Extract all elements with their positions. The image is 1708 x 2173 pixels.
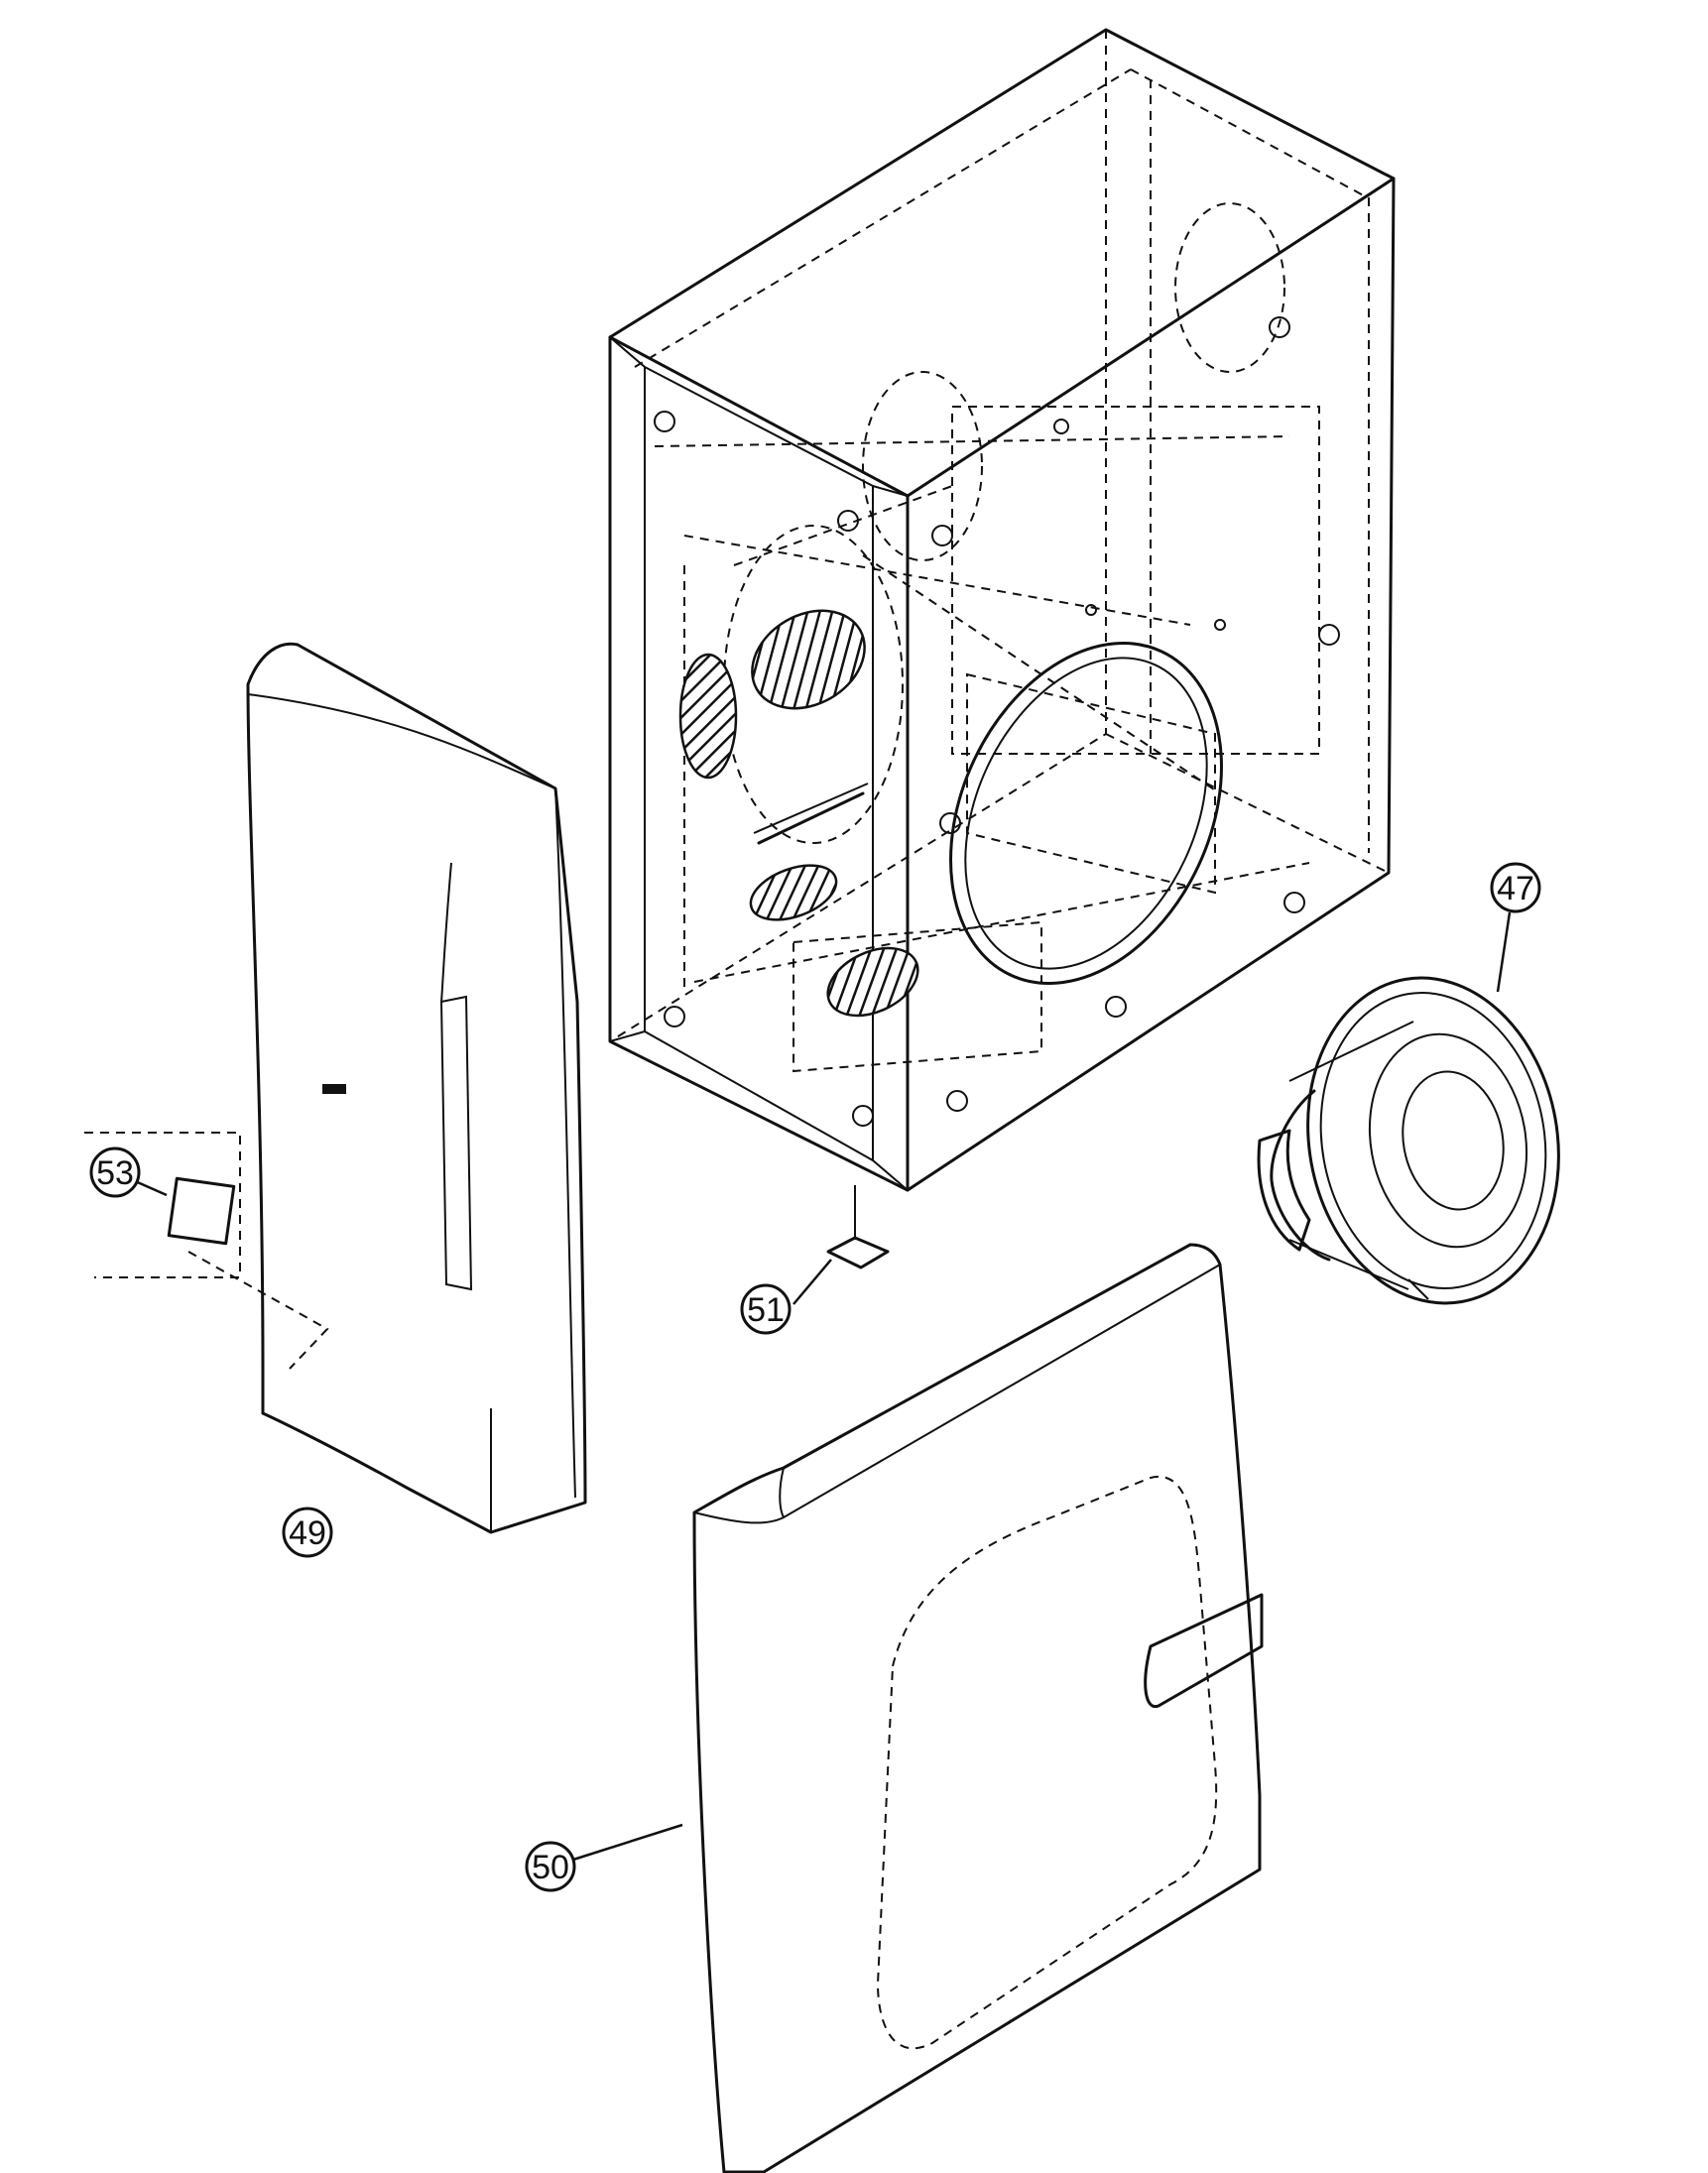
callout-53: 53 (89, 1147, 141, 1198)
callout-51: 51 (740, 1283, 792, 1335)
callout-label-50: 50 (532, 1849, 569, 1886)
callout-label-51: 51 (747, 1291, 785, 1329)
callout-label-53: 53 (96, 1154, 134, 1192)
speaker-cabinet (608, 28, 1396, 1192)
label-sticker (84, 1132, 241, 1278)
callout-label-47: 47 (1497, 870, 1534, 907)
woofer-driver (1257, 976, 1560, 1305)
callout-49: 49 (282, 1507, 333, 1558)
screw-holes (654, 316, 1340, 1127)
callout-47: 47 (1490, 862, 1541, 913)
logo-mark (322, 1084, 346, 1094)
callout-label-49: 49 (289, 1514, 326, 1552)
front-cover (692, 1243, 1264, 2173)
foot-pad (826, 1185, 890, 1269)
side-grille-panel (187, 642, 587, 1534)
leader-lines (132, 911, 1512, 1862)
callout-50: 50 (525, 1841, 576, 1892)
